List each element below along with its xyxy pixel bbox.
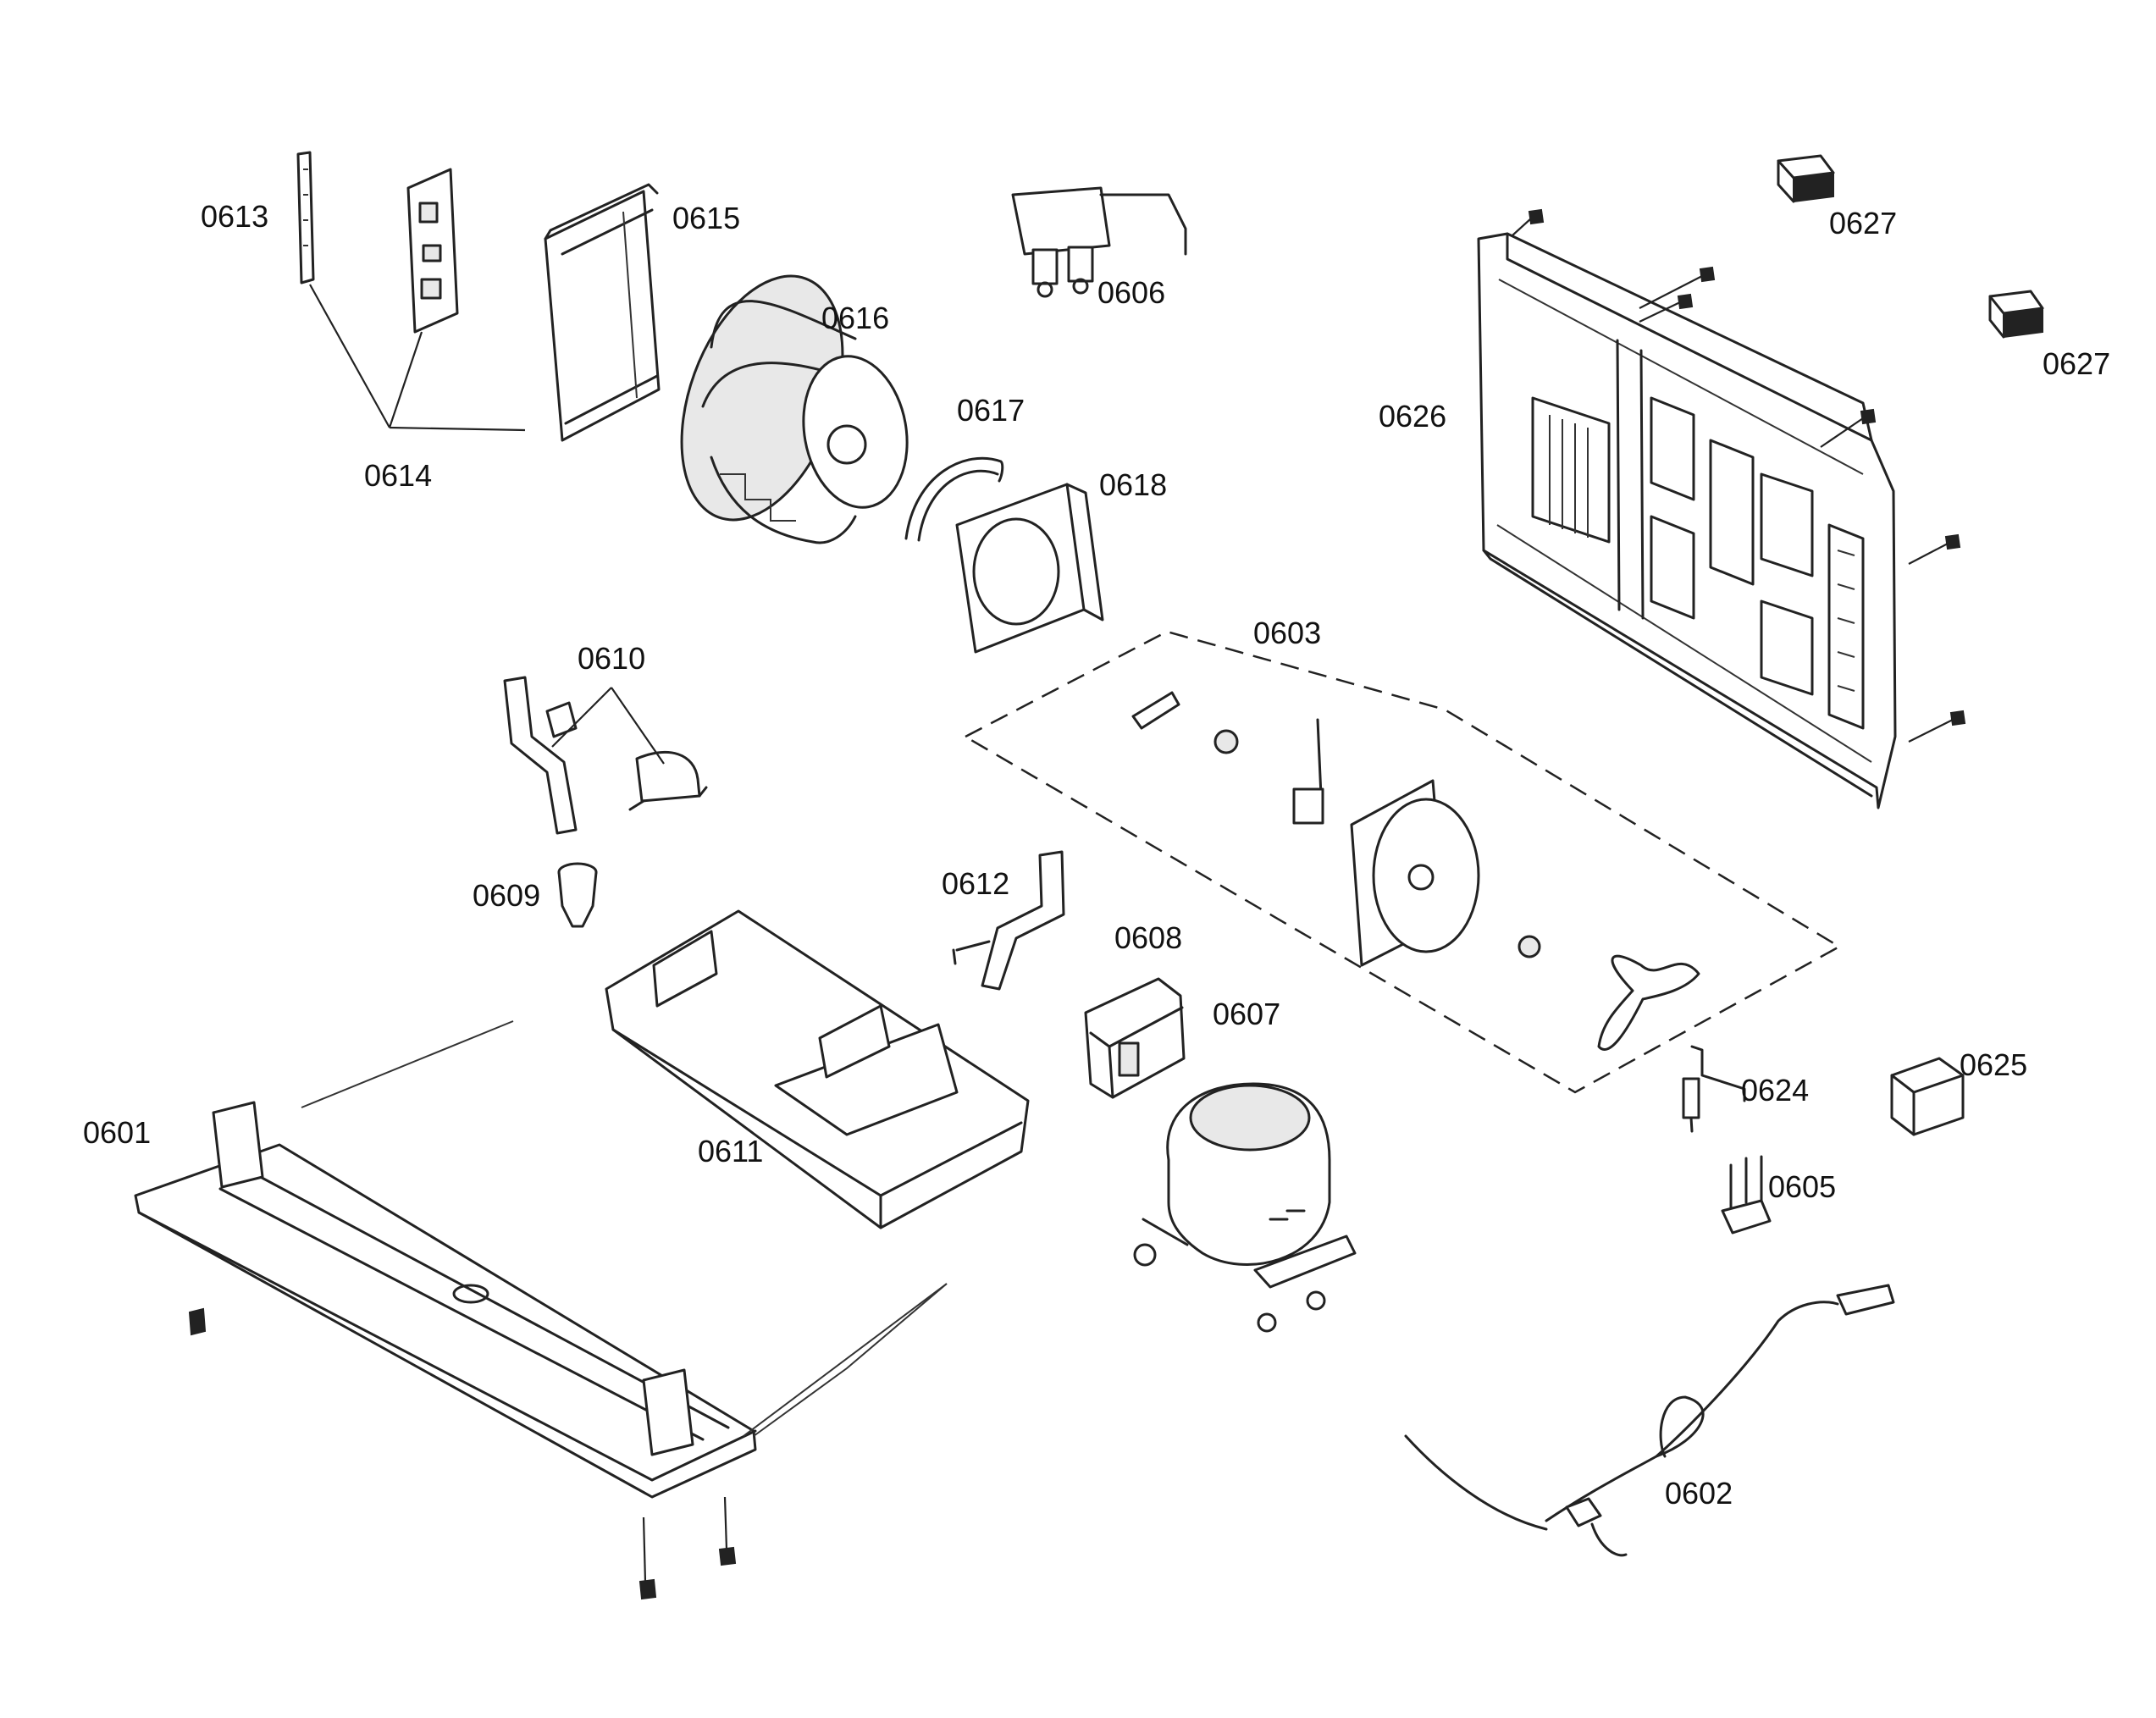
part-0613-sensor-strip[interactable] xyxy=(296,151,315,284)
part-0601-base-frame[interactable] xyxy=(134,1020,948,1499)
part-0607-compressor[interactable] xyxy=(1133,1082,1357,1333)
label-0625: 0625 xyxy=(1960,1047,2027,1082)
label-0616: 0616 xyxy=(821,301,889,335)
leader-0610 xyxy=(551,687,665,765)
part-0624-temperature-sensor[interactable] xyxy=(1682,1045,1746,1133)
label-0603: 0603 xyxy=(1253,616,1321,650)
part-0606-water-valve[interactable] xyxy=(1011,186,1187,298)
part-0609-fitting[interactable] xyxy=(557,862,598,928)
part-0618-fan-shroud[interactable] xyxy=(955,483,1104,654)
part-0602-power-cord[interactable] xyxy=(1404,1284,1895,1557)
leader-0614 xyxy=(309,284,526,432)
label-0612: 0612 xyxy=(942,866,1009,901)
screws-0626[interactable] xyxy=(1512,208,1966,743)
label-0627-b: 0627 xyxy=(2043,346,2110,381)
part-0627-plug-b[interactable] xyxy=(1988,290,2044,339)
part-0616-evaporator-coil[interactable] xyxy=(651,254,919,544)
part-0617-retaining-ring[interactable] xyxy=(904,456,1004,542)
label-0618: 0618 xyxy=(1099,467,1167,502)
label-0605: 0605 xyxy=(1768,1169,1836,1204)
group-0603-boundary xyxy=(963,630,1842,1094)
label-0624: 0624 xyxy=(1741,1073,1809,1108)
label-0627-a: 0627 xyxy=(1829,206,1897,240)
part-0603-fan-motor-kit[interactable] xyxy=(1131,691,1700,1051)
part-0605-overload-protector[interactable] xyxy=(1721,1155,1772,1235)
label-0613: 0613 xyxy=(201,199,268,234)
part-0611-drain-pan[interactable] xyxy=(605,909,1030,1229)
label-0602: 0602 xyxy=(1665,1476,1733,1511)
part-0612-drain-tube[interactable] xyxy=(952,850,1065,991)
part-0610-drain-tube-set[interactable] xyxy=(503,676,708,835)
label-0608: 0608 xyxy=(1114,920,1182,955)
label-0617: 0617 xyxy=(957,393,1025,428)
part-0625-relay[interactable] xyxy=(1890,1057,1965,1136)
screws-0601[interactable] xyxy=(188,1307,737,1600)
part-0626-rear-cover-panel[interactable] xyxy=(1477,232,1897,809)
label-0607: 0607 xyxy=(1213,997,1280,1031)
label-0601: 0601 xyxy=(83,1115,151,1150)
label-0614: 0614 xyxy=(364,458,432,493)
part-0615-electronics-housing[interactable] xyxy=(544,183,661,442)
label-0606: 0606 xyxy=(1097,275,1165,310)
label-0626: 0626 xyxy=(1379,399,1446,434)
label-0611: 0611 xyxy=(698,1134,763,1168)
label-0615: 0615 xyxy=(672,201,740,235)
label-0610: 0610 xyxy=(578,641,645,676)
label-0609: 0609 xyxy=(473,878,540,913)
part-0608-electrical-box[interactable] xyxy=(1084,977,1186,1099)
part-0614-control-board[interactable] xyxy=(406,168,459,334)
part-0627-plug-a[interactable] xyxy=(1777,154,1835,203)
